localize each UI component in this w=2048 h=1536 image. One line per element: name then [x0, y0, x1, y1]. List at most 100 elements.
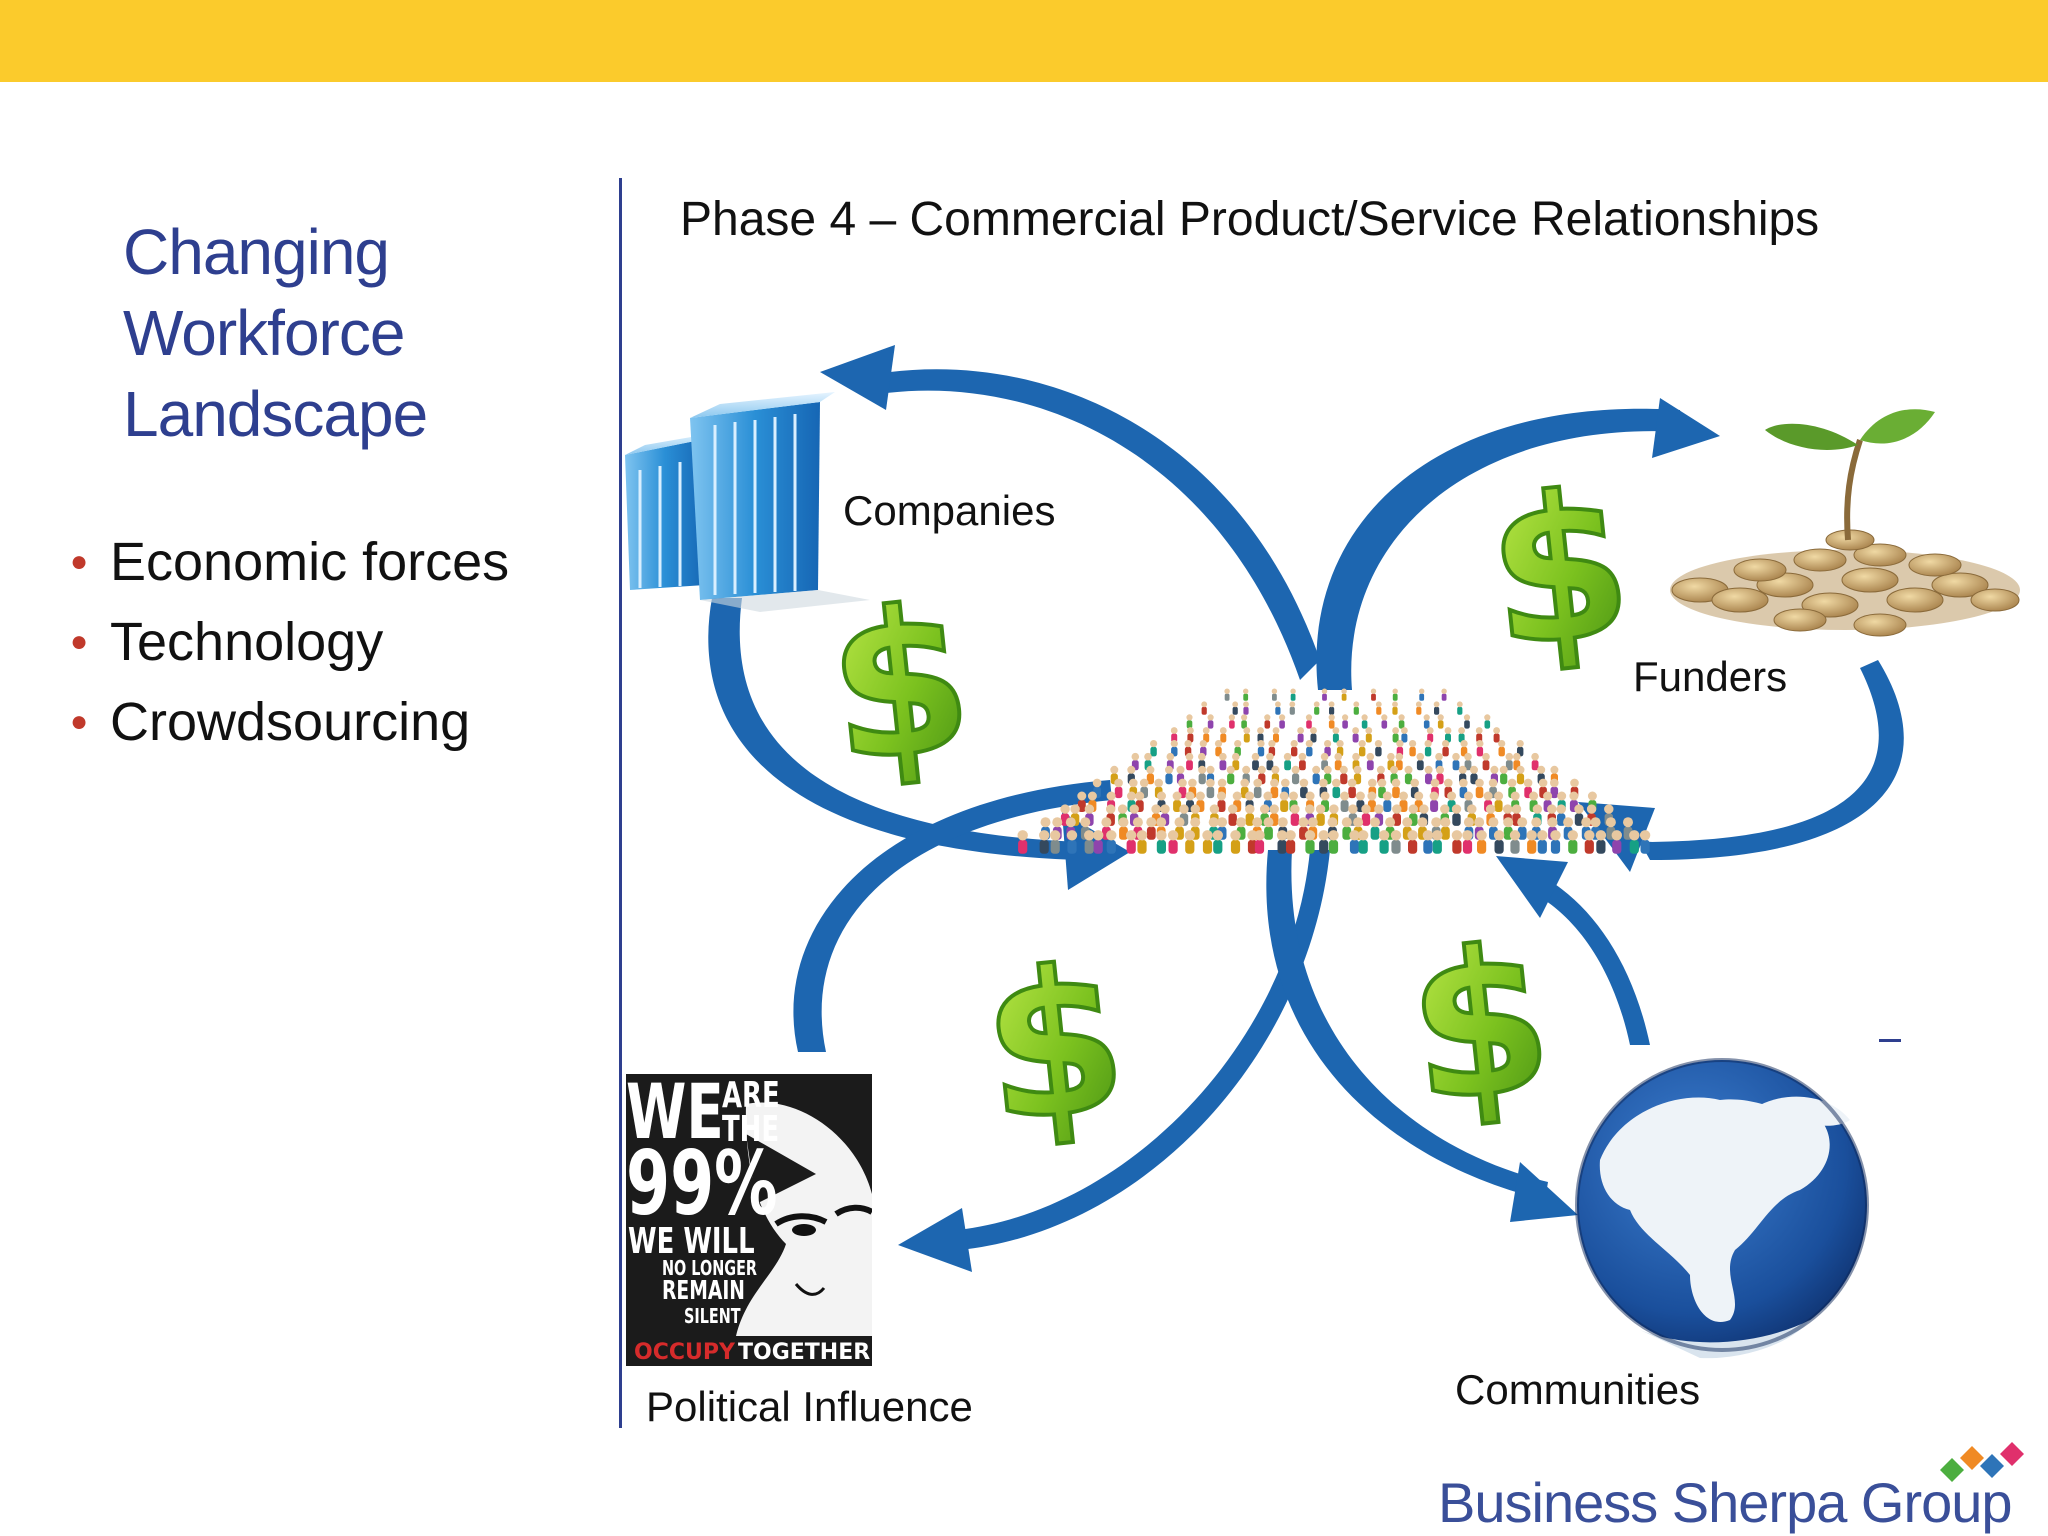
crowd-person-head — [1188, 778, 1197, 788]
crowd-person-body — [1290, 693, 1296, 701]
crowd-person-head — [1060, 804, 1070, 814]
crowd-person-head — [1586, 804, 1597, 814]
crowd-person-body — [1279, 720, 1285, 729]
crowd-person-body — [1358, 839, 1368, 854]
crowd-person-head — [1419, 688, 1425, 694]
brand-logo-text: Business Sherpa Group — [1438, 1471, 2013, 1534]
crowd-person-head — [1310, 727, 1317, 734]
crowd-person-head — [1516, 740, 1524, 748]
crowd-person-head — [1409, 740, 1417, 748]
crowd-person-head — [1430, 778, 1440, 788]
crowd-person-head — [1432, 830, 1443, 841]
crowd-person-body — [1416, 760, 1424, 771]
crowd-person-body — [1185, 839, 1195, 854]
crowd-person-head — [1297, 727, 1304, 734]
arrow-companies-to-crowd — [708, 598, 1080, 860]
crowd-person-body — [1280, 800, 1289, 812]
crowd-person-head — [1398, 714, 1405, 721]
phase-title: Phase 4 – Commercial Product/Service Rel… — [680, 193, 1820, 246]
crowd-person-body — [1494, 800, 1503, 812]
crowd-person-body — [1284, 760, 1291, 771]
crowd-person-head — [1040, 817, 1051, 828]
crowd-person-head — [1257, 740, 1265, 748]
crowd-person-head — [1442, 740, 1450, 748]
crowd-person-head — [1431, 817, 1442, 828]
crowd-person-head — [1150, 740, 1158, 748]
poster-are: ARE — [722, 1075, 780, 1116]
crowd-person-head — [1516, 765, 1525, 774]
crowd-person-head — [1328, 714, 1335, 721]
crowd-person-head — [1484, 714, 1491, 721]
crowd-person-head — [1414, 791, 1424, 801]
poster-remain: REMAIN — [662, 1276, 745, 1306]
crowd-person-body — [1408, 839, 1418, 854]
crowd-person-body — [1462, 839, 1473, 854]
crowd-person-head — [1219, 752, 1227, 761]
crowd-person-body — [1332, 733, 1339, 743]
crowd-person-head — [1509, 830, 1521, 841]
crowd-person-head — [1176, 765, 1185, 774]
crowd-person-body — [1550, 839, 1561, 854]
crowd-person-head — [1087, 791, 1097, 801]
crowd-person-body — [1475, 786, 1484, 799]
crowd-person-head — [1243, 688, 1249, 694]
crowd-person-head — [1202, 830, 1213, 841]
crowd-person-head — [1260, 804, 1270, 814]
crowd-person-head — [1407, 830, 1418, 841]
crowd-person-head — [1537, 830, 1548, 841]
crowd-person-head — [1348, 804, 1358, 814]
crowd-person-head — [1167, 830, 1179, 841]
crowd-person-head — [1451, 830, 1463, 841]
crowd-person-body — [1201, 706, 1207, 715]
crowd-person-body — [1457, 706, 1463, 715]
crowd-person-head — [1424, 740, 1432, 748]
crowd-person-head — [1136, 830, 1148, 841]
crowd-person-body — [1441, 693, 1447, 701]
crowd-person-head — [1498, 740, 1506, 748]
crowd-person-body — [1229, 720, 1235, 729]
crowd-person-head — [1178, 778, 1187, 788]
crowd-person-head — [1370, 688, 1377, 694]
crowd-person-head — [1392, 688, 1398, 694]
crowd-person-head — [1604, 804, 1614, 814]
crowd-person-body — [1186, 760, 1193, 771]
crowd-person-head — [1557, 791, 1567, 801]
crowd-person-body — [1168, 839, 1178, 854]
crowd-person-head — [1157, 791, 1166, 801]
crowd-person-head — [1324, 740, 1332, 748]
crowd-person-head — [1179, 804, 1189, 814]
poster-footer — [626, 1336, 872, 1366]
crowd-person-body — [1392, 733, 1399, 743]
crowd-person-head — [1458, 765, 1467, 774]
crowd-person-body — [1171, 733, 1178, 743]
crowd-person-body — [1232, 706, 1238, 715]
node-label-political-influence: Political Influence — [646, 1383, 973, 1430]
dollar-text: $ — [973, 922, 1136, 1168]
crowd-person-head — [1243, 727, 1251, 734]
crowd-person-body — [1328, 720, 1335, 729]
crowd-person-body — [1484, 720, 1491, 729]
dollar-icon: $ — [1476, 445, 1643, 695]
crowd-person-body — [1297, 733, 1304, 743]
crowd-person-head — [1623, 817, 1633, 828]
poster-we-will: WE WILL — [628, 1221, 755, 1262]
crowd-person-body — [1365, 733, 1372, 743]
crowd-person-body — [1219, 760, 1227, 771]
crowd-person-head — [1556, 804, 1566, 814]
crowd-person-body — [1289, 706, 1295, 715]
crowd-person-head — [1365, 727, 1373, 734]
crowd-person-body — [1334, 760, 1342, 771]
crowd-person-head — [1208, 817, 1219, 828]
crowd-person-head — [1444, 727, 1452, 734]
crowd-person-head — [1370, 817, 1380, 828]
crowd-person-head — [1526, 830, 1537, 841]
crowd-person-body — [1067, 839, 1077, 854]
crowd-person-body — [1277, 839, 1287, 854]
crowd-person-head — [1154, 778, 1163, 788]
slide-title: Changing Workforce Landscape — [123, 212, 563, 455]
crowd-person-body — [1253, 786, 1262, 799]
crowd-person-head — [1470, 765, 1478, 774]
arrowhead-political — [898, 1208, 972, 1272]
crowd-person-head — [1629, 830, 1640, 841]
crowd-person-head — [1217, 778, 1227, 788]
